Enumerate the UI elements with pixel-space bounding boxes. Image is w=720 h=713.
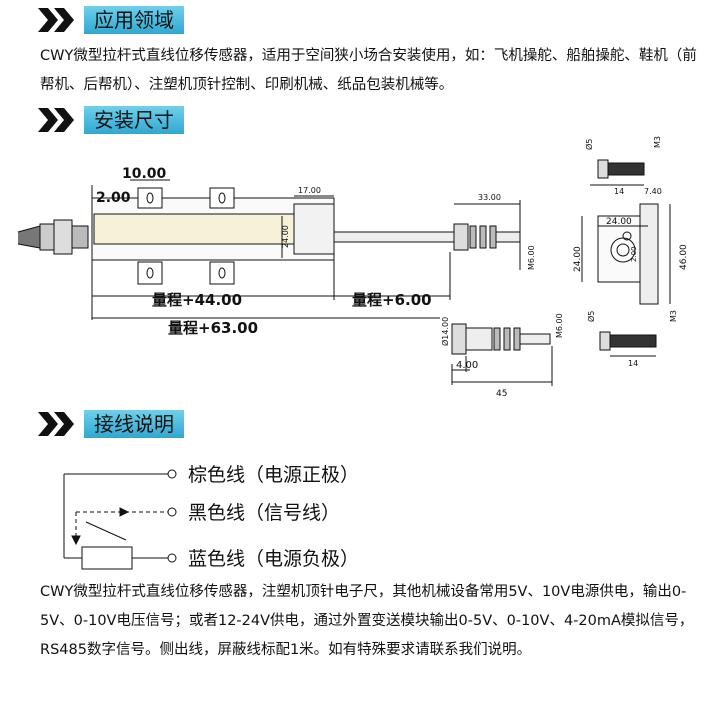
dim-m6-b: M6.00	[555, 313, 564, 338]
dim-phi14: Ø14.00	[440, 317, 450, 346]
dim-m6: M6.00	[527, 245, 536, 270]
dim-17: 17.00	[298, 186, 321, 195]
dim-14-top: 14	[614, 187, 624, 196]
wire-blue-label: 蓝色线（电源负极）	[188, 548, 359, 570]
dim-phi5-bot: Ø5	[586, 311, 596, 322]
dim-33: 33.00	[478, 193, 501, 202]
wire-black-label: 黑色线（信号线）	[188, 502, 340, 524]
dim-24-top: 24.00	[606, 217, 632, 227]
dim-7-40: 7.40	[644, 187, 662, 196]
dim-range-6: 量程+6.00	[352, 291, 432, 309]
dim-14-bot: 14	[628, 359, 638, 368]
dim-24-side: 24.00	[573, 246, 583, 272]
dim-24: 24.00	[281, 225, 290, 248]
dim-phi5-top: Ø5	[584, 139, 594, 150]
section-header-wiring: 接线说明	[38, 410, 184, 438]
dim-10: 10.00	[122, 166, 167, 182]
dim-2-00: 2.00	[630, 246, 638, 262]
dim-range-63: 量程+63.00	[168, 319, 258, 337]
double-chevron-icon	[38, 8, 74, 32]
section-title-wiring: 接线说明	[84, 410, 184, 438]
dim-45: 45	[496, 389, 507, 399]
dim-2: 2.00	[96, 190, 131, 206]
dim-4: 4.00	[456, 360, 478, 371]
section-title-application: 应用领域	[84, 6, 184, 34]
dim-m3-top: M3	[653, 136, 662, 148]
section-header-application: 应用领域	[38, 6, 184, 34]
double-chevron-icon	[38, 412, 74, 436]
application-paragraph: CWY微型拉杆式直线位移传感器，适用于空间狭小场合安装使用，如：飞机操舵、船舶操…	[40, 48, 697, 93]
dim-m3-bot: M3	[669, 310, 678, 322]
dim-46: 46.00	[679, 244, 689, 270]
wire-brown-label: 棕色线（电源正极）	[188, 464, 359, 486]
double-chevron-icon	[38, 108, 74, 132]
wiring-paragraph: CWY微型拉杆式直线位移传感器，注塑机顶针电子尺，其他机械设备常用5V、10V电…	[40, 584, 694, 658]
section-title-install: 安装尺寸	[84, 106, 184, 134]
section-header-install: 安装尺寸	[38, 106, 184, 134]
dim-range-44: 量程+44.00	[152, 291, 242, 309]
